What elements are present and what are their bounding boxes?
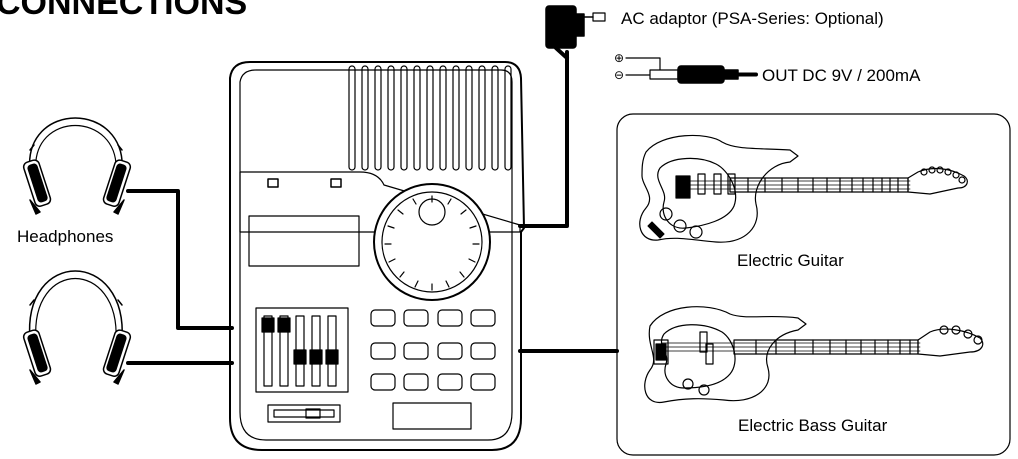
headphones-label: Headphones [17, 227, 113, 246]
dc-plug-icon: ⊕ ⊖ [614, 51, 758, 84]
electric-bass-guitar-label: Electric Bass Guitar [738, 416, 888, 435]
cable-headphones-1 [126, 189, 234, 330]
polarity-plus: ⊕ [614, 51, 624, 65]
polarity-minus: ⊖ [614, 68, 624, 82]
page-title: CONNECTIONS [0, 0, 247, 22]
electric-guitar-label: Electric Guitar [737, 251, 844, 270]
device-icon [229, 61, 525, 451]
jog-dial [373, 183, 491, 301]
button-grid [370, 309, 496, 391]
electric-guitar-icon [639, 134, 968, 243]
ac-adaptor-icon [545, 5, 606, 60]
slide-switch [267, 404, 341, 423]
electric-bass-icon [644, 306, 984, 403]
speaker-grille [348, 65, 512, 171]
card-slot [392, 402, 472, 430]
led-indicator [330, 178, 342, 188]
out-dc-label: OUT DC 9V / 200mA [762, 66, 921, 85]
cables [126, 50, 619, 365]
instrument-panel [616, 113, 1011, 456]
ac-adaptor-label: AC adaptor (PSA-Series: Optional) [621, 9, 884, 28]
led-indicator [267, 178, 279, 188]
headphones-icon [22, 270, 132, 385]
cable-ac-adaptor [518, 50, 569, 228]
headphones-icon [22, 117, 132, 215]
lcd-display [248, 215, 360, 267]
fader-bank [255, 307, 349, 393]
